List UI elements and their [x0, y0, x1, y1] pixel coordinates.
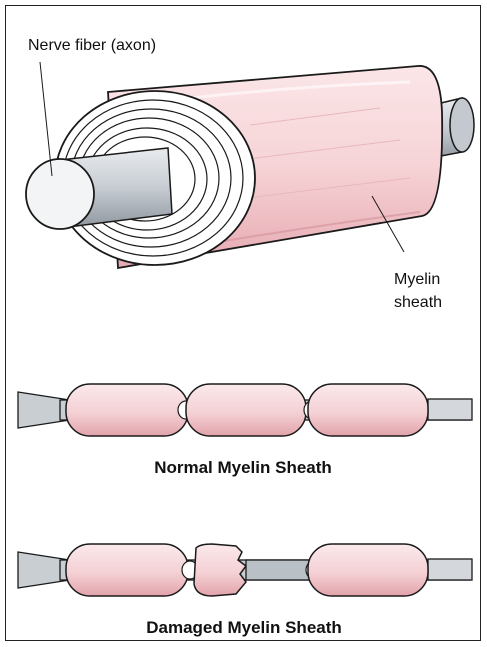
damaged-caption: Damaged Myelin Sheath	[106, 618, 382, 638]
damaged-segment-broken	[194, 544, 246, 596]
normal-caption: Normal Myelin Sheath	[118, 458, 368, 478]
myelin-label-line2: sheath	[394, 293, 442, 312]
normal-segment-2	[186, 384, 306, 436]
axon-left-end	[26, 148, 172, 229]
axon-label: Nerve fiber (axon)	[28, 36, 156, 55]
damaged-segment-3	[308, 544, 428, 596]
myelin-label-line1: Myelin	[394, 270, 440, 289]
normal-myelin-diagram	[18, 384, 472, 436]
damaged-myelin-diagram	[18, 544, 472, 596]
axon-leader-line	[40, 62, 52, 176]
normal-segment-3	[308, 384, 428, 436]
normal-segment-1	[66, 384, 188, 436]
damaged-segment-1	[66, 544, 188, 596]
axon-cylinder-illustration	[26, 62, 474, 268]
